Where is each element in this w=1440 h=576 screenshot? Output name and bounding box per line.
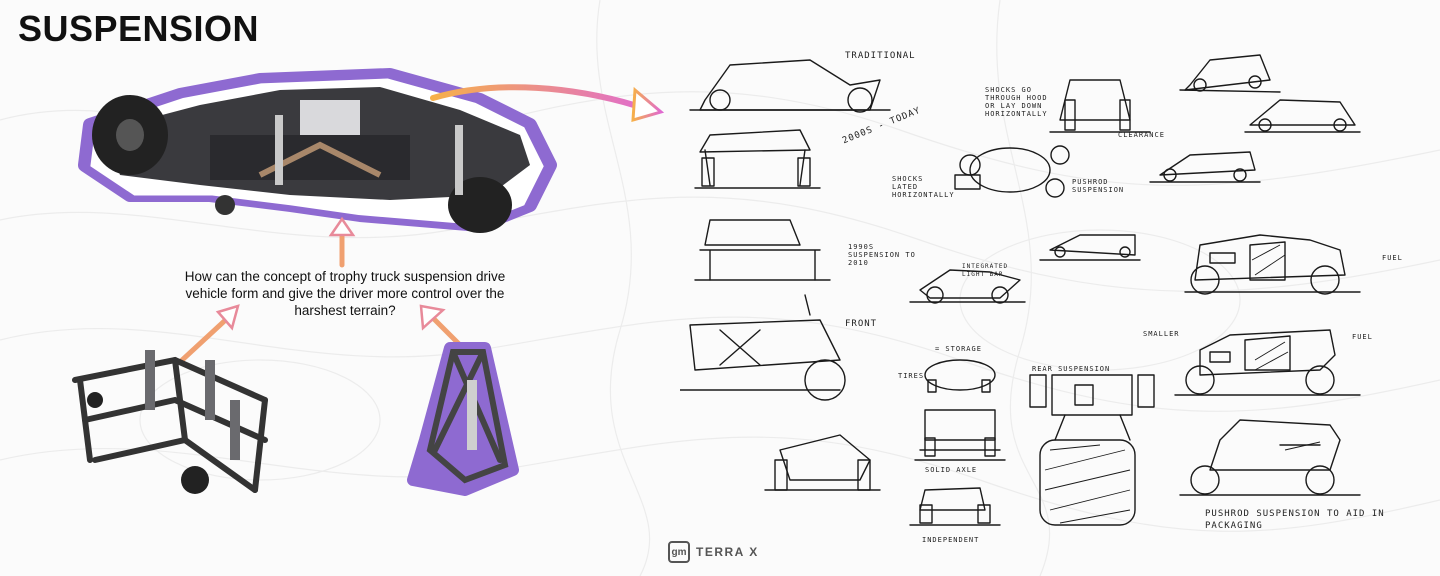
sketch-rear-suspension-top bbox=[1029, 374, 1155, 526]
sketch-fuel-concept bbox=[1184, 234, 1361, 295]
sketch-2000s-front bbox=[694, 129, 821, 189]
sketch-concept-2 bbox=[1244, 99, 1361, 133]
label-fuel-1: Fuel bbox=[1382, 254, 1403, 262]
arrow-to-sketches bbox=[430, 84, 665, 123]
sketch-storage-front bbox=[924, 359, 996, 393]
label-pushrod: Pushrod suspension bbox=[1072, 178, 1125, 194]
sketch-concept-1 bbox=[1179, 54, 1281, 93]
logo-text: TERRA X bbox=[696, 545, 759, 559]
sketch-shocks-front bbox=[1049, 79, 1151, 133]
suspension-corner-photo bbox=[407, 342, 519, 496]
label-clearance: Clearance bbox=[1118, 131, 1165, 139]
gm-logo-mark: gm bbox=[668, 541, 690, 563]
sketch-pushrod-packaging bbox=[1179, 419, 1361, 496]
sketch-solid-axle bbox=[914, 409, 1006, 461]
terra-x-logo: gm TERRA X bbox=[668, 541, 759, 563]
label-light-bar: Integrated light bar bbox=[962, 263, 1009, 278]
trophy-truck-photo bbox=[78, 68, 557, 233]
label-traditional: Traditional bbox=[845, 51, 916, 61]
suspension-assembly-photo bbox=[72, 350, 268, 494]
label-smaller: Smaller bbox=[1143, 330, 1180, 338]
arrow-diagonal-left bbox=[177, 304, 240, 365]
sketch-1990s-front bbox=[694, 219, 831, 281]
label-fuel-2: Fuel bbox=[1352, 333, 1373, 341]
label-1990s: 1990s suspension to 2010 bbox=[848, 243, 916, 267]
label-shocks-hood: Shocks go through hood or lay down horiz… bbox=[985, 86, 1048, 118]
label-storage: = Storage bbox=[935, 345, 982, 353]
sketch-buggy-front bbox=[764, 434, 881, 491]
sketch-light-bar bbox=[909, 269, 1026, 304]
label-pushrod-packaging: Pushrod suspension to aid in packaging bbox=[1205, 509, 1385, 531]
design-question: How can the concept of trophy truck susp… bbox=[184, 269, 506, 318]
sketch-traditional-side bbox=[689, 59, 891, 113]
sketch-concept-4 bbox=[1039, 234, 1141, 261]
label-tires: Tires bbox=[898, 372, 925, 380]
page-title: SUSPENSION bbox=[18, 8, 260, 49]
label-shocks-lateral: Shocks lated horizontally bbox=[892, 175, 955, 199]
sketch-smaller-fuel bbox=[1174, 329, 1361, 396]
sketch-independent bbox=[909, 487, 1001, 526]
label-solid-axle: Solid axle bbox=[925, 466, 978, 474]
label-independent: Independent bbox=[922, 536, 980, 544]
sketch-pushrod-top bbox=[954, 145, 1070, 198]
sketch-concept-3 bbox=[1149, 151, 1261, 183]
label-rear-suspension: Rear suspension bbox=[1032, 365, 1111, 373]
sketch-front bbox=[680, 319, 846, 401]
sketch-board bbox=[680, 54, 1361, 526]
label-front: Front bbox=[845, 319, 878, 329]
arrow-up bbox=[328, 216, 356, 268]
